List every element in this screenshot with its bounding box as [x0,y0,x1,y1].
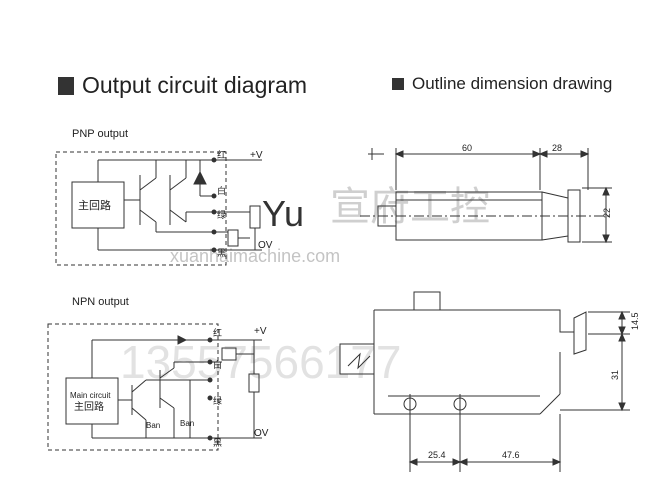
dim-height-14-5: 14.5 [630,312,640,330]
npn-wire-black: 黑 [213,438,222,448]
npn-wire-red: 红 [213,327,222,338]
outline-dimension-title: Outline dimension drawing [412,74,613,93]
outline-dimension-header: Outline dimension drawing [392,74,612,94]
dim-width-25-4: 25.4 [428,450,446,460]
dim-cap-28: 28 [552,143,562,153]
pnp-frame [55,151,227,266]
watermark-yu: Yu [262,193,304,234]
bottom-dims: 25.4 47.6 14.5 31 [428,312,640,460]
square-bullet-icon [58,76,74,95]
output-circuit-title: Output circuit diagram [82,72,307,98]
npn-output-label: NPN output [72,296,129,308]
pnp-wire-red: 红 [217,149,226,160]
watermark-phone: 13557566177 [120,336,401,388]
pnp-wire-white: 白 [217,185,226,196]
pnp-wire-black: 黑 [217,248,226,258]
dim-width-47-6: 47.6 [502,450,520,460]
dim-dia-22: 22 [602,208,612,218]
npn-frame [47,323,219,451]
pnp-labels: 主回路 红 白 绿 黑 +V OV [78,149,273,258]
bottom-cap [573,311,587,355]
npn-ov: OV [254,428,269,439]
pnp-output-label: PNP output [72,128,129,140]
outline-top-view [360,148,612,244]
pnp-wire-green: 绿 [217,209,226,220]
npn-wire-green: 绿 [213,395,222,406]
dim-height-31: 31 [610,370,620,380]
npn-circuit [47,323,262,451]
npn-wire-white: 白 [213,359,222,370]
pnp-circuit [55,151,262,266]
pnp-main-block-label: 主回路 [78,199,111,212]
npn-vplus: +V [254,326,267,337]
watermark: 宣府工控 13557566177 xuanhaimachine.com [120,185,490,388]
npn-ban-label-1: Ban [146,421,160,430]
pnp-vplus: +V [250,150,263,161]
npn-main-block [65,377,119,425]
outline-bottom-view [339,291,630,472]
npn-ban-label-2: Ban [180,419,194,428]
output-circuit-header: Output circuit diagram [58,72,307,99]
pnp-ov: OV [258,240,273,251]
npn-main-block-label-en: Main circuit [70,391,111,400]
top-dims: 60 28 22 [462,143,612,218]
npn-main-block-label-cn: 主回路 [74,400,104,413]
square-bullet-icon [392,78,404,90]
npn-labels: Main circuit 主回路 红 白 绿 黑 +V OV Ban Ban [70,326,269,448]
dim-length-60: 60 [462,143,472,153]
